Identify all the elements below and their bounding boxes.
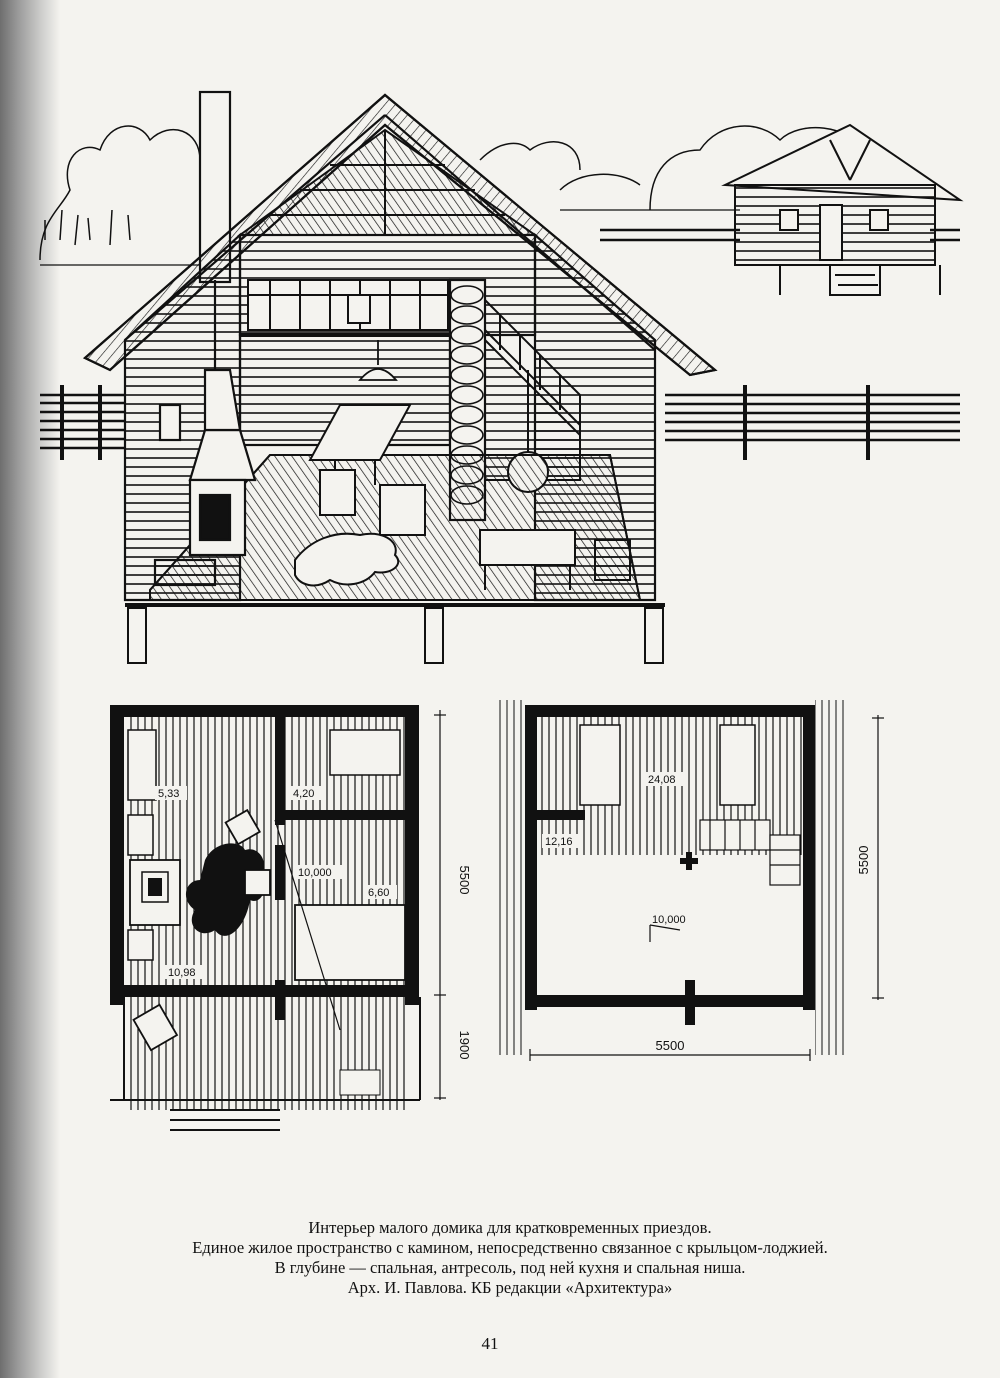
plan2-level-mark: 10,000 [652,914,686,926]
living-area: 10,98 [168,967,196,979]
foundation-posts [127,607,664,664]
plan1-depth-dim: 5500 [457,866,470,895]
small-cabin [721,123,964,296]
plan2-dimensions [529,715,884,1061]
fireplace [153,280,257,587]
figure-caption: Интерьер малого домика для кратковременн… [60,1218,960,1298]
kitchen-counter [127,729,157,801]
porch-plant [339,1069,381,1096]
plan2-width-dim: 5500 [656,1038,685,1053]
bed [329,729,401,776]
dining-table [308,404,426,536]
plan1-walls [110,705,419,1020]
caption-line-2: Единое жилое пространство с камином, неп… [192,1238,828,1257]
plan1-level-mark: 10,000 [298,867,332,879]
caption-line-4: Арх. И. Павлова. КБ редакции «Архитектур… [347,1278,673,1297]
bedroom-area: 4,20 [293,788,314,800]
house-section-perspective [39,90,964,664]
plan2-depth-dim: 5500 [856,846,871,875]
plan2-walls [525,705,815,1025]
porch [110,997,421,1131]
plan1-porch-dim: 1900 [457,1031,470,1060]
bearskin-plan [185,843,265,936]
rug [294,532,400,587]
mezzanine-railing [240,279,450,337]
sofa [294,904,406,981]
page-number: 41 [481,1334,499,1353]
upper-stair [699,819,801,886]
kitchen-area: 5,33 [158,788,179,800]
plan1-dimensions [434,710,446,1100]
mezzanine-area: 24,08 [648,774,676,786]
niche-area: 6,60 [368,887,389,899]
stair-area: 12,16 [545,836,573,848]
caption-line-1: Интерьер малого домика для кратковременн… [308,1218,712,1237]
low-table [479,529,631,590]
page-edge-shadow [0,0,60,1378]
fence-right [600,228,960,460]
fence-left [40,385,125,460]
caption-line-3: В глубине — спальная, антресоль, под ней… [274,1258,746,1277]
pendant-lamp [358,340,398,381]
upper-floor-plan: 5500 5500 24,08 12,16 10,000 [495,700,884,1061]
ground-floor-plan: 5500 1900 5,33 4,20 10,000 6,60 10,98 [110,705,470,1131]
